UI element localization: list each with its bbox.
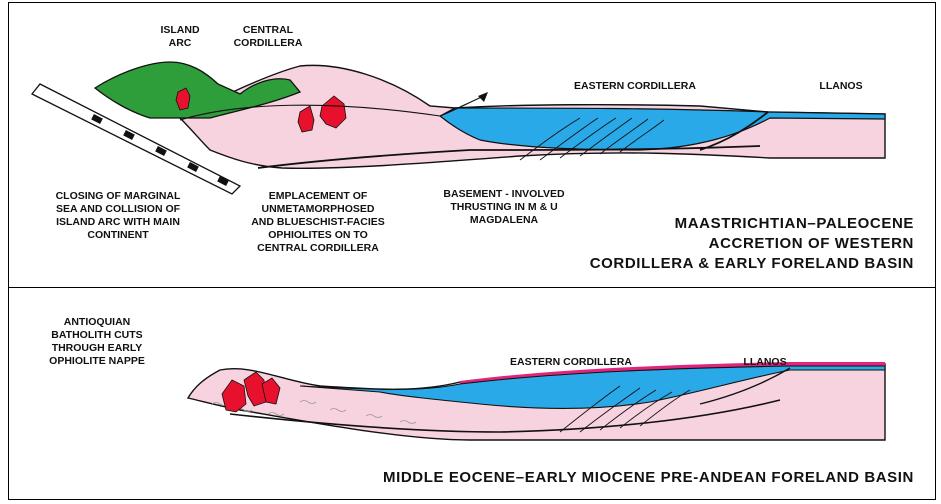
label-llanos-top: LLANOS xyxy=(806,80,876,93)
title-middle-eocene: MIDDLE EOCENE–EARLY MIOCENE PRE-ANDEAN F… xyxy=(200,468,914,488)
label-island-arc: ISLAND ARC xyxy=(150,24,210,50)
label-eastern-cordillera-bottom: EASTERN CORDILLERA xyxy=(486,356,656,369)
label-closing-marginal-sea: CLOSING OF MARGINAL SEA AND COLLISION OF… xyxy=(28,190,208,242)
bottom-cross-section xyxy=(188,362,885,440)
label-central-cordillera: CENTRAL CORDILLERA xyxy=(218,24,318,50)
label-eastern-cordillera-top: EASTERN CORDILLERA xyxy=(550,80,720,93)
top-cross-section xyxy=(32,62,885,194)
label-antioquian-batholith: ANTIOQUIAN BATHOLITH CUTS THROUGH EARLY … xyxy=(22,316,172,368)
label-emplacement-ophiolites: EMPLACEMENT OF UNMETAMORPHOSED AND BLUES… xyxy=(238,190,398,255)
title-maastrichtian: MAASTRICHTIAN–PALEOCENE ACCRETION OF WES… xyxy=(500,214,914,274)
label-llanos-bottom: LLANOS xyxy=(730,356,800,369)
